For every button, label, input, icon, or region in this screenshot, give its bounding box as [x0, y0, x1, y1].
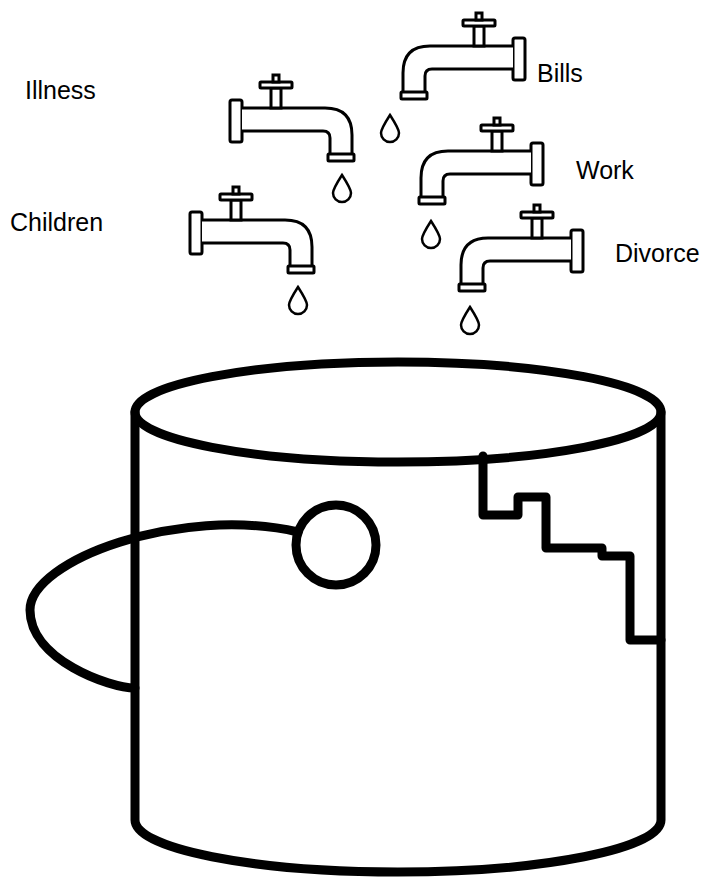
stress-label: Illness	[25, 75, 96, 105]
tap	[401, 13, 525, 99]
bucket	[30, 362, 661, 872]
tap	[419, 118, 543, 204]
taps	[190, 13, 583, 291]
tap	[230, 75, 354, 161]
water-drop	[461, 307, 479, 334]
stress-label: Work	[576, 155, 634, 185]
stress-label: Children	[10, 207, 103, 237]
tap	[190, 187, 314, 273]
handle-pivot	[296, 505, 376, 585]
water-drop	[289, 287, 307, 314]
bucket-handle	[30, 525, 298, 688]
drops	[289, 115, 479, 334]
bucket-body	[135, 412, 661, 872]
paint-drip	[483, 456, 661, 640]
water-drop	[333, 175, 351, 202]
water-drop	[422, 221, 440, 248]
stress-label: Bills	[537, 58, 583, 88]
stress-label: Divorce	[615, 238, 700, 268]
tap	[459, 205, 583, 291]
water-drop	[381, 115, 399, 142]
bucket-rim	[135, 362, 661, 462]
